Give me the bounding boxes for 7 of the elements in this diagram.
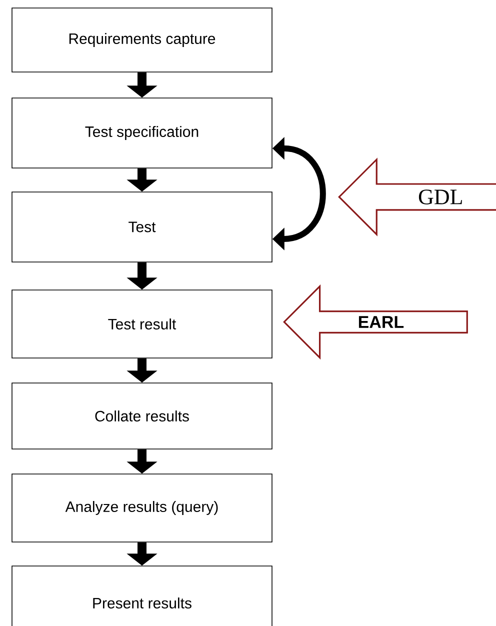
process-box: Requirements capture — [12, 8, 272, 72]
process-box: Test result — [12, 290, 272, 358]
process-box: Collate results — [12, 382, 272, 450]
process-box: Analyze results (query) — [12, 474, 272, 542]
process-box: Present results — [12, 566, 272, 626]
process-box: Test — [12, 192, 272, 262]
process-box: Test specification — [12, 98, 272, 168]
